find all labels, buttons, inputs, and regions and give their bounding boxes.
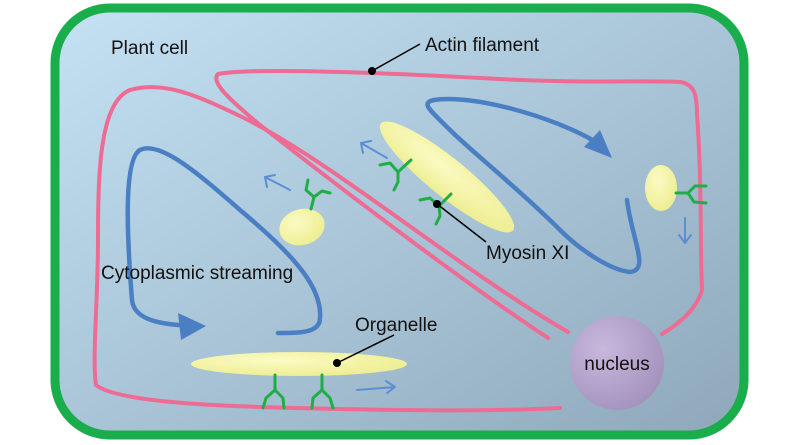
- movement-arrows: [264, 140, 692, 394]
- streaming-path-left: [125, 146, 323, 336]
- cytoplasmic-streaming-arrows: [125, 96, 642, 336]
- nucleus-label: nucleus: [584, 354, 650, 375]
- plant-cell-label: Plant cell: [111, 38, 188, 59]
- myosin-left-organelle: [304, 178, 332, 211]
- organelle-callout-dot: [333, 359, 341, 367]
- callout-lines: [336, 43, 487, 364]
- organelle-center: [379, 121, 515, 233]
- organelle-bottom: [191, 352, 407, 376]
- myosin-label: Myosin XI: [486, 243, 569, 264]
- streaming-path-right: [425, 96, 642, 275]
- callout-dots: [333, 67, 441, 367]
- streaming-arrowhead-left: [178, 313, 206, 340]
- arrow-icon: [264, 174, 291, 191]
- myosin-right-organelle: [674, 184, 708, 205]
- myosin-callout-line: [436, 203, 487, 243]
- actin-filament-outer-loop: [92, 85, 570, 413]
- organelles: [191, 121, 677, 376]
- arrow-icon: [360, 140, 388, 159]
- cell-wall: [50, 3, 749, 440]
- organelle-right: [645, 165, 677, 211]
- nucleus: [570, 316, 664, 410]
- actin-callout-line: [371, 43, 421, 72]
- organelle-callout-line: [336, 334, 395, 364]
- actin-filament-label: Actin filament: [425, 35, 540, 56]
- actin-filament-inner-loop: [214, 69, 704, 340]
- streaming-arrowhead-right: [584, 130, 612, 158]
- myosin-bottom-2: [310, 373, 335, 410]
- myosin-center-1: [378, 158, 413, 192]
- myosin-callout-dot: [433, 200, 441, 208]
- organelle-left: [279, 208, 325, 246]
- myosin-bottom-1: [261, 373, 286, 410]
- actin-filaments: [92, 69, 704, 413]
- arrow-icon: [678, 217, 692, 244]
- actin-callout-dot: [368, 67, 376, 75]
- organelle-label: Organelle: [355, 315, 437, 336]
- cytoplasmic-streaming-label: Cytoplasmic streaming: [101, 263, 293, 284]
- arrow-icon: [356, 380, 396, 394]
